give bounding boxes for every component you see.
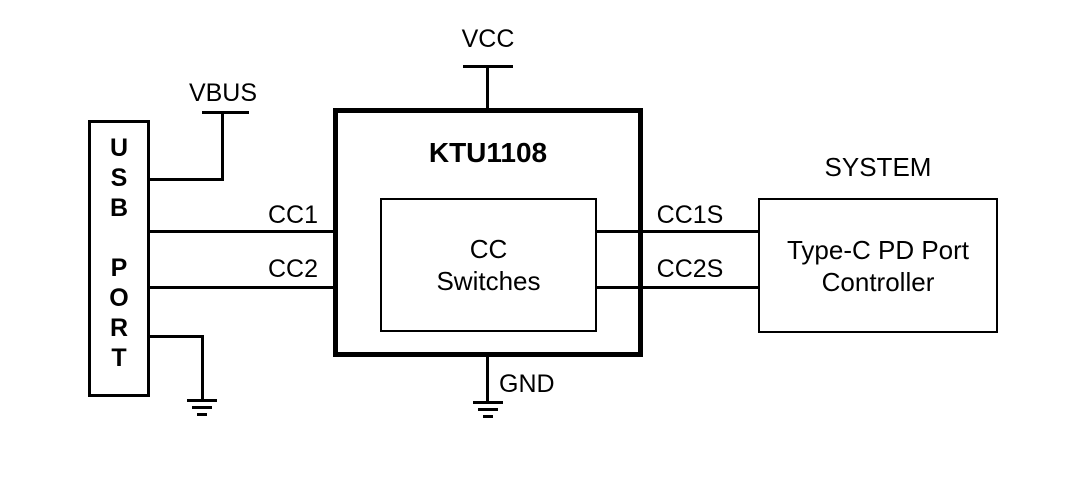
cc2-pin-label: CC2 (267, 255, 318, 283)
cc2-wire (148, 286, 382, 289)
vcc-pin-label: VCC (461, 25, 515, 53)
gnd-pin-label: GND (499, 370, 555, 398)
vbus-wire-vertical (221, 111, 224, 181)
usb-ground-wire-vertical (201, 335, 204, 401)
vbus-wire-horizontal (148, 178, 224, 181)
vcc-wire (486, 65, 489, 111)
usb-port-block: U S B P O R T (88, 120, 150, 397)
ground-bar-2 (192, 406, 212, 409)
cc2s-pin-label: CC2S (656, 255, 724, 283)
pd-port-controller-label: Type-C PD Port Controller (786, 234, 970, 297)
vbus-pin-label: VBUS (188, 79, 258, 107)
cc1-pin-label: CC1 (267, 201, 318, 229)
system-caption: SYSTEM (824, 152, 932, 182)
cc-switches-block: CC Switches (380, 198, 597, 332)
ground-bar-3 (197, 413, 207, 416)
ground-bar-1 (473, 401, 503, 404)
vbus-supply-bar-icon (202, 111, 249, 114)
cc1s-pin-label: CC1S (656, 201, 724, 229)
cc2s-wire (595, 286, 760, 289)
gnd-wire (486, 355, 489, 402)
ground-bar-3 (483, 415, 493, 418)
cc-switches-label: CC Switches (436, 234, 541, 296)
ktu1108-title: KTU1108 (428, 137, 548, 168)
pd-port-controller-block: Type-C PD Port Controller (758, 198, 998, 333)
usb-port-label: U S B P O R T (109, 134, 129, 372)
usb-ground-wire-horizontal (148, 335, 204, 338)
ground-bar-1 (187, 399, 217, 402)
ground-bar-2 (478, 408, 498, 411)
cc1s-wire (595, 230, 760, 233)
cc1-wire (148, 230, 382, 233)
